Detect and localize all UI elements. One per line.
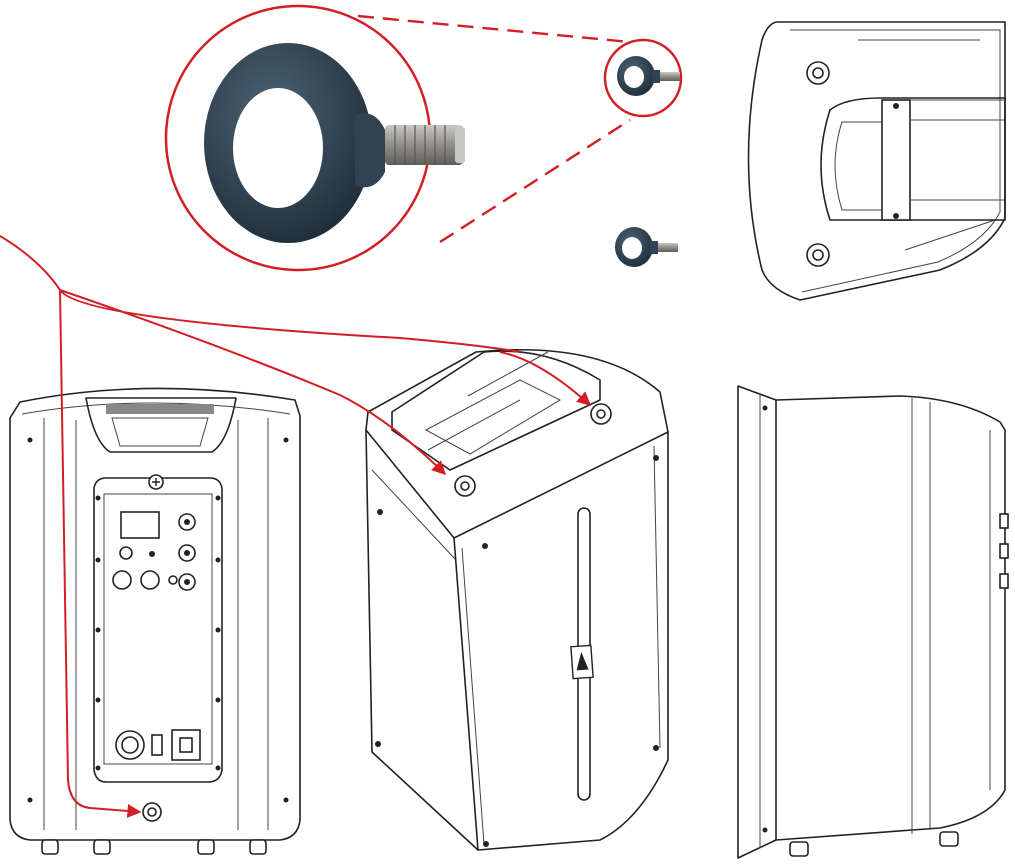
callout-curve-second <box>59 289 446 475</box>
eyebolt-icon-large <box>204 43 465 243</box>
eyebolt-icon-top <box>603 38 683 118</box>
callout-leader-top <box>357 14 631 44</box>
speaker-rear-view <box>9 387 301 855</box>
speaker-perspective-view <box>365 348 669 851</box>
speaker-side-view <box>737 385 1009 859</box>
eyebolt-icon-bottom <box>615 227 678 267</box>
callout-curve-main <box>0 235 521 353</box>
callout-arrow-right <box>499 351 592 406</box>
callout-leader-bottom <box>439 118 631 244</box>
rigging-point-callouts <box>0 235 592 818</box>
speaker-top-view <box>747 21 1006 301</box>
callout-arrow-rear <box>59 289 142 818</box>
eyebolt-magnified-callout <box>164 4 631 272</box>
logo-icon <box>570 644 594 680</box>
